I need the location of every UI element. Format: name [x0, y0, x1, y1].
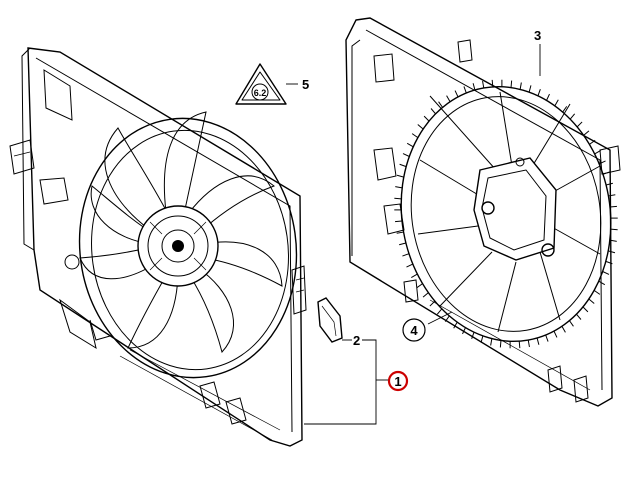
ring-tooth [394, 197, 402, 200]
ring-tooth [402, 253, 410, 257]
ring-tooth [546, 93, 550, 101]
callout-1-highlighted: 1 [387, 370, 409, 392]
ring-tooth [608, 250, 616, 254]
ring-tooth [576, 313, 582, 320]
callout-4-ring [402, 318, 426, 342]
ring-tooth [610, 228, 618, 231]
ring-tooth [609, 205, 617, 208]
svg-text:5: 5 [302, 77, 309, 92]
ring-tooth [491, 79, 494, 87]
ring-tooth [490, 338, 493, 346]
fan-blades [79, 111, 283, 354]
ring-tooth [444, 315, 450, 322]
callout-5: 5 [302, 77, 309, 92]
ring-tooth [536, 337, 540, 345]
part-5-warning-label: 6.2 [235, 63, 287, 105]
svg-text:4: 4 [410, 323, 418, 338]
ring-tooth [589, 139, 596, 145]
ring-tooth [561, 326, 566, 333]
callout-2: 2 [353, 333, 360, 348]
ring-tooth [545, 334, 549, 342]
ring-tooth [605, 182, 613, 186]
ring-tooth [598, 280, 606, 286]
ring-tooth [518, 341, 521, 349]
ring-tooth [482, 80, 485, 89]
warning-badge-text: 6.2 [254, 88, 267, 98]
ring-tooth [480, 335, 484, 343]
ring-tooth [399, 242, 407, 246]
ring-tooth [510, 80, 513, 88]
ring-teeth [394, 79, 618, 349]
ring-tooth [423, 115, 430, 122]
svg-text:2: 2 [353, 333, 360, 348]
ring-tooth [471, 332, 475, 339]
motor-support-spokes [417, 91, 601, 333]
ring-tooth [583, 130, 590, 136]
ring-tooth [411, 273, 418, 279]
ring-tooth [519, 82, 522, 90]
ring-tooth [406, 142, 414, 148]
ring-tooth [527, 339, 530, 348]
ring-tooth [462, 327, 466, 335]
ring-tooth [453, 321, 458, 329]
ring-tooth [454, 90, 459, 98]
ring-tooth [417, 124, 424, 130]
callout-3: 3 [534, 28, 541, 43]
ring-tooth [438, 101, 443, 108]
ring-tooth [608, 194, 616, 197]
fan-shroud-assembly-right [345, 17, 621, 407]
ring-tooth [582, 306, 589, 313]
ring-tooth [569, 320, 574, 327]
ring-tooth [446, 95, 451, 102]
ring-tooth [528, 85, 532, 93]
ring-tooth [399, 163, 407, 168]
ring-tooth [553, 330, 558, 338]
ring-tooth [416, 283, 423, 289]
ring-tooth [602, 271, 610, 275]
ring-tooth [602, 171, 610, 175]
ring-tooth [569, 113, 576, 120]
ring-tooth [411, 133, 419, 139]
ring-tooth [406, 263, 414, 268]
part-2-bracket [317, 297, 343, 343]
ring-tooth [472, 83, 476, 91]
svg-text:1: 1 [394, 374, 401, 389]
ring-tooth [605, 260, 613, 265]
svg-text:3: 3 [534, 28, 541, 43]
fan-shroud-assembly-left [9, 47, 307, 447]
callout-1-red-ring [387, 370, 409, 392]
ring-tooth [395, 220, 403, 223]
ring-tooth [593, 289, 601, 295]
ring-tooth [395, 186, 403, 189]
ring-tooth [594, 149, 601, 155]
ring-tooth [402, 153, 410, 157]
ring-tooth [436, 308, 443, 315]
ring-tooth [562, 106, 568, 113]
ring-tooth [537, 89, 541, 96]
ring-tooth [588, 298, 595, 304]
ring-tooth [576, 121, 583, 128]
ring-tooth [499, 340, 502, 348]
ring-tooth [609, 239, 617, 242]
ring-tooth [463, 86, 467, 94]
ring-tooth [429, 300, 436, 307]
ring-tooth [598, 160, 606, 165]
callout-leaders [286, 44, 541, 425]
callout-4-circled: 4 [402, 318, 426, 342]
ring-tooth [430, 108, 436, 115]
ring-tooth [396, 231, 404, 234]
ring-tooth [396, 174, 404, 178]
ring-tooth [422, 292, 429, 298]
ring-tooth [554, 99, 559, 107]
